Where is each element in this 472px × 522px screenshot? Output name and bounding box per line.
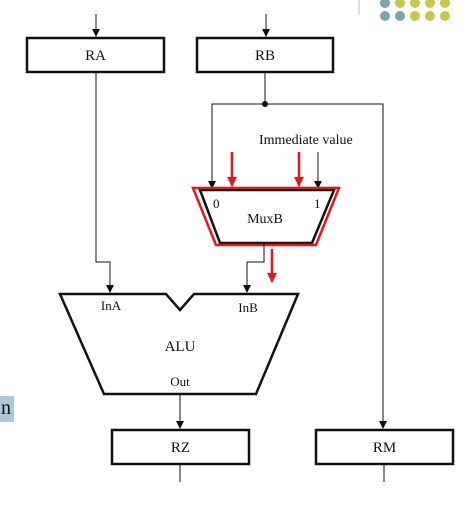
alu-inb-label: InB — [238, 300, 258, 315]
alu: InA InB ALU Out — [58, 292, 300, 396]
rb-to-rm-wire — [265, 103, 387, 429]
mux-b-input1-label: 1 — [314, 196, 321, 211]
register-rm: RM — [314, 428, 455, 466]
immediate-value-label: Immediate value — [259, 133, 353, 148]
decor-dot — [425, 11, 435, 21]
mux-b-label: MuxB — [247, 212, 283, 227]
register-rb-label: RB — [255, 48, 275, 64]
mux-b-input0-label: 0 — [213, 196, 220, 211]
decor-dot — [380, 11, 390, 21]
alu-out-label: Out — [170, 374, 190, 389]
side-tab-fragment: n — [0, 396, 14, 422]
register-rz-label: RZ — [171, 440, 190, 456]
decor-dot — [380, 0, 390, 8]
mux-b: 0 1 MuxB — [191, 186, 341, 247]
decor-dot — [440, 11, 450, 21]
decor-dot — [395, 11, 405, 21]
register-ra-label: RA — [85, 48, 106, 64]
alu-ina-label: InA — [101, 298, 122, 313]
register-rm-label: RM — [373, 440, 396, 456]
rb-to-mux0-wire — [208, 103, 265, 189]
register-rb: RB — [195, 36, 335, 74]
decor-dot — [395, 0, 405, 8]
alu-label: ALU — [165, 339, 196, 355]
corner-decoration — [358, 0, 450, 21]
decor-dot — [425, 0, 435, 8]
decor-dot — [440, 0, 450, 8]
ra-to-alu-ina-wire — [95, 72, 114, 293]
mux-b-highlight-outline — [191, 186, 341, 247]
decor-dot — [410, 11, 420, 21]
register-rz: RZ — [110, 428, 251, 466]
decor-dot — [410, 0, 420, 8]
register-ra: RA — [25, 36, 166, 74]
mux-to-alu-inb-wire — [243, 243, 265, 293]
